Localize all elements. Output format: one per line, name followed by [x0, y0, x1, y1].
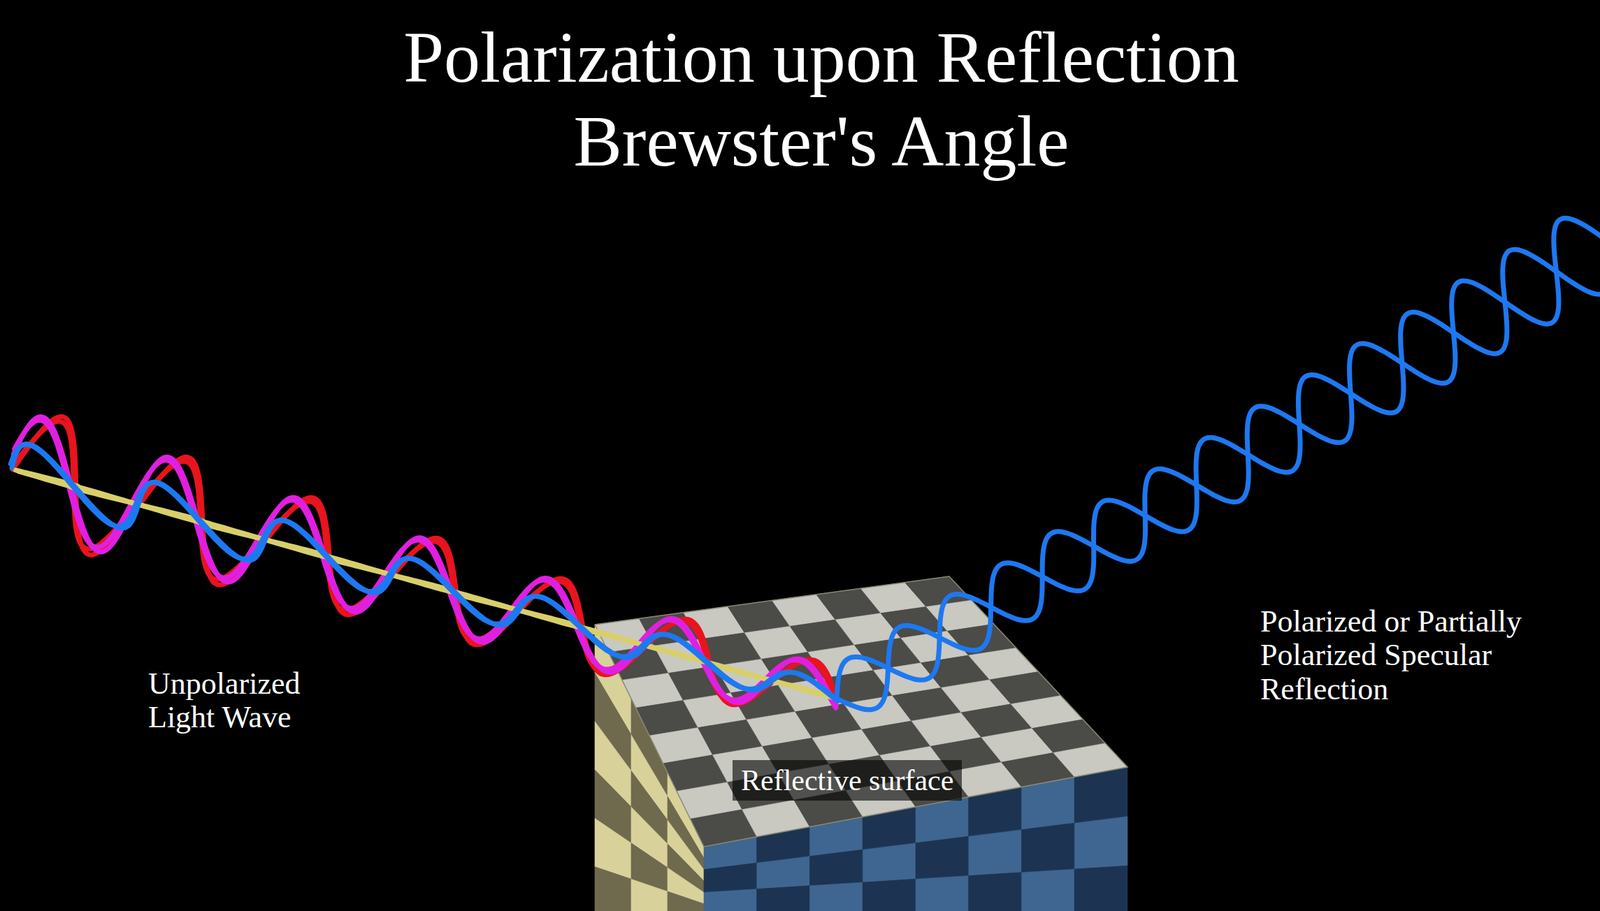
red-wave: [12, 416, 837, 705]
checker-square: [1074, 866, 1128, 911]
checker-square: [594, 867, 632, 911]
blue-wave: [11, 444, 837, 701]
magenta-wave: [13, 417, 836, 706]
title: Polarization upon Reflection Brewster's …: [297, 15, 1346, 184]
checker-square: [862, 843, 916, 883]
checker-square: [810, 817, 864, 857]
checker-square: [915, 836, 969, 880]
blue-wave: [10, 444, 838, 702]
checker-square: [968, 873, 1022, 911]
checker-square: [667, 891, 704, 911]
checker-square: [810, 849, 864, 887]
checker-square: [862, 807, 916, 850]
checker-square: [757, 856, 811, 890]
checker-square: [1021, 869, 1076, 911]
reflected-wave: [836, 241, 1600, 711]
checker-square: [915, 797, 969, 844]
light-waves: [10, 218, 1600, 711]
checker-square: [1074, 817, 1128, 870]
checker-square: [631, 879, 668, 911]
checker-square: [968, 830, 1022, 877]
checker-square: [1021, 823, 1076, 874]
red-wave: [14, 421, 836, 702]
surface-label: Reflective surface: [732, 760, 962, 802]
reflective-cube: [594, 576, 1128, 911]
checker-square: [968, 787, 1022, 838]
checker-square: [703, 863, 758, 893]
checker-square: [757, 886, 811, 911]
checker-square: [703, 889, 758, 911]
checker-square: [862, 879, 916, 911]
checker-square: [810, 882, 864, 911]
reflection-label: Polarized or Partially Polarized Specula…: [1260, 605, 1561, 707]
checker-square: [915, 876, 969, 911]
incident-label: Unpolarized Light Wave: [148, 667, 372, 736]
checker-square: [1021, 777, 1076, 830]
